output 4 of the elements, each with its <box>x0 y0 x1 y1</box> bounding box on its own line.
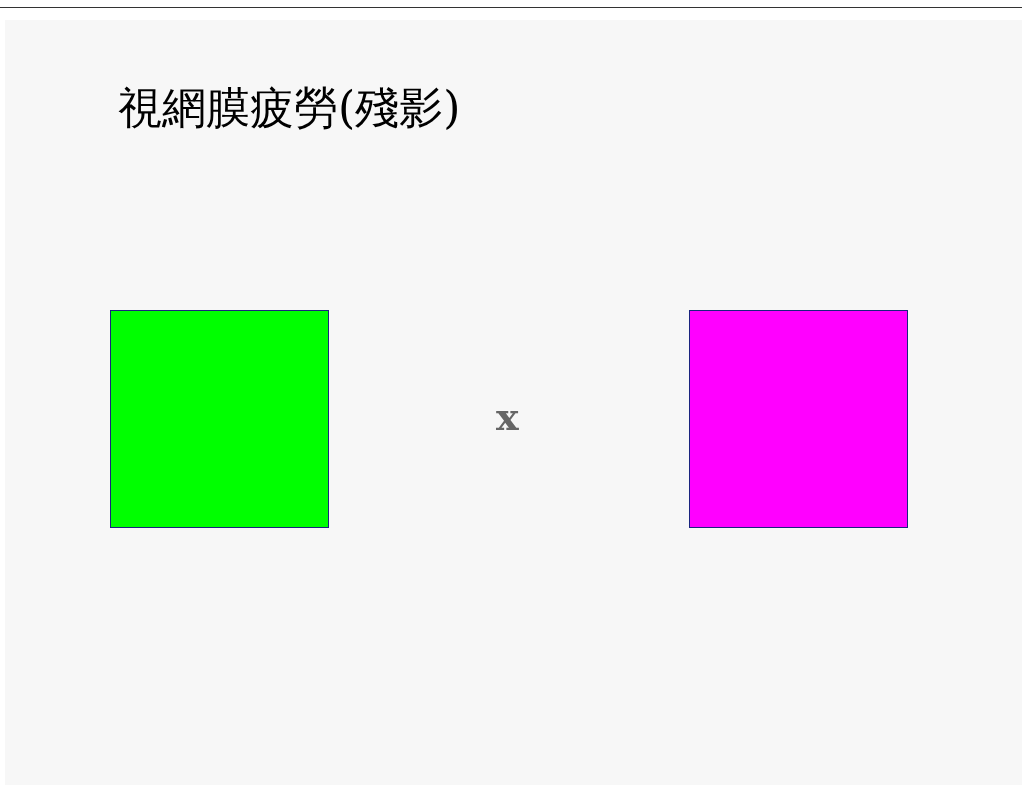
fixation-mark: x <box>496 398 519 436</box>
slide-title: 視網膜疲勞(殘影) <box>118 84 461 133</box>
colour-square <box>689 310 908 528</box>
colour-square <box>110 310 329 528</box>
